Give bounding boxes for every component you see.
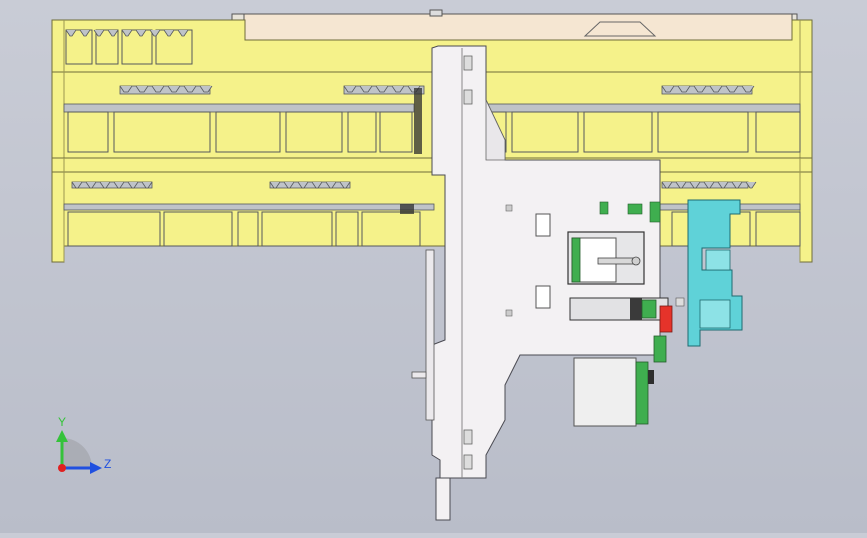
slot-latch (127, 181, 139, 189)
slot-latch (269, 181, 281, 189)
slot-latch (85, 181, 97, 189)
slot-latch (717, 181, 729, 189)
slot-latch (121, 29, 133, 37)
top-rail (231, 9, 798, 41)
slot-cavity (755, 211, 801, 247)
slot-latch (107, 29, 119, 37)
slot-latch (375, 85, 389, 93)
slot-cavity (261, 211, 333, 247)
slot-latch (709, 85, 723, 93)
slot-latch (71, 181, 83, 189)
slot-divider (71, 181, 153, 189)
slot-latch (79, 29, 91, 37)
terminal-slots (63, 29, 801, 247)
slot-cavity (67, 211, 161, 247)
slot-cavity (755, 111, 801, 153)
z-axis-label: Z (104, 457, 111, 471)
slot-latch (693, 85, 707, 93)
slot-latch (167, 85, 181, 93)
slot-latch (177, 29, 189, 37)
side-bracket (675, 199, 743, 347)
slot-latch (135, 85, 149, 93)
slot-latch (183, 85, 197, 93)
latch-mechanism (569, 297, 673, 427)
slot-cavity (361, 211, 421, 247)
slot-divider (63, 103, 415, 113)
y-axis-label: Y (58, 415, 66, 429)
slot-latch (297, 181, 309, 189)
slot-latch (325, 181, 337, 189)
slot-latch (339, 181, 351, 189)
slot-cavity (237, 211, 259, 247)
slot-latch (99, 181, 111, 189)
slot-cavity (95, 29, 119, 65)
slot-latch (689, 181, 701, 189)
slot-divider (63, 203, 435, 211)
slot-latch (163, 29, 175, 37)
slot-latch (703, 181, 715, 189)
slot-latch (141, 181, 153, 189)
slot-latch (661, 181, 673, 189)
slot-latch (65, 29, 77, 37)
slot-latch (93, 29, 105, 37)
slot-latch (199, 85, 213, 93)
slot-cavity (163, 211, 233, 247)
slot-cavity (379, 111, 413, 153)
slot-divider (119, 85, 211, 95)
slot-latch (741, 85, 755, 93)
slot-latch (661, 85, 675, 93)
slot-cavity (347, 111, 377, 153)
slot-cavity (155, 29, 193, 65)
center-plate (411, 45, 661, 521)
slot-latch (151, 85, 165, 93)
slot-latch (119, 85, 133, 93)
slot-latch (311, 181, 323, 189)
slot-latch (731, 181, 743, 189)
slot-latch (745, 181, 757, 189)
slot-cavity (657, 111, 749, 153)
slot-cavity (215, 111, 281, 153)
slot-latch (135, 29, 147, 37)
slot-cavity (583, 111, 653, 153)
slot-latch (343, 85, 357, 93)
slot-cavity (285, 111, 343, 153)
coordinate-triad: Y Z (56, 415, 111, 474)
slot-latch (391, 85, 405, 93)
green-clips (400, 88, 661, 223)
slot-latch (725, 85, 739, 93)
inner-window (567, 231, 645, 285)
slot-cavity (511, 111, 579, 153)
slot-divider (661, 85, 753, 95)
slot-cavity (335, 211, 359, 247)
slot-latch (675, 181, 687, 189)
slot-latch (113, 181, 125, 189)
slot-cavity (113, 111, 211, 153)
slot-divider (485, 103, 801, 113)
slot-latch (359, 85, 373, 93)
slot-latch (283, 181, 295, 189)
slot-latch (677, 85, 691, 93)
slot-divider (269, 181, 351, 189)
slot-cavity (67, 111, 109, 153)
x-axis-dot (58, 464, 66, 472)
slot-latch (149, 29, 161, 37)
